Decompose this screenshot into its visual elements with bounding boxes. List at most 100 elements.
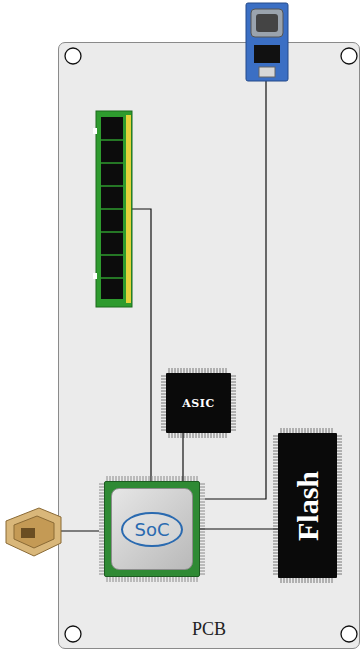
ic-pin <box>220 433 221 438</box>
ic-pin <box>320 578 321 583</box>
ic-pin <box>337 508 342 509</box>
ic-pin <box>231 424 236 425</box>
ic-pin <box>200 547 205 548</box>
ic-pin <box>337 568 342 569</box>
ic-pin <box>191 577 192 582</box>
ic-pin <box>231 376 236 377</box>
ic-pin <box>200 526 205 527</box>
ic-pin <box>337 493 342 494</box>
board-wire <box>132 209 151 481</box>
flash-chip: Flash <box>278 433 337 578</box>
ic-pin <box>337 436 342 437</box>
ic-pin <box>226 433 227 438</box>
ic-pin <box>149 577 150 582</box>
ic-pin <box>323 578 324 583</box>
ic-pin <box>337 481 342 482</box>
serial-connector <box>254 45 280 63</box>
ic-pin <box>337 556 342 557</box>
ic-pin <box>178 433 179 438</box>
ic-pin <box>200 484 205 485</box>
ic-pin <box>113 577 114 582</box>
ic-pin <box>184 433 185 438</box>
ic-pin <box>200 565 205 566</box>
ic-pin <box>173 577 174 582</box>
board-label: PCB <box>59 619 359 640</box>
ic-pin <box>337 511 342 512</box>
ic-pin <box>332 578 333 583</box>
ic-pin <box>337 562 342 563</box>
ic-pin <box>231 388 236 389</box>
ic-pin <box>337 565 342 566</box>
chip-label: Flash <box>291 470 325 540</box>
ic-pin <box>231 379 236 380</box>
ic-pin <box>194 577 195 582</box>
ic-pin <box>200 487 205 488</box>
ic-pin <box>337 538 342 539</box>
ic-pin <box>200 517 205 518</box>
serial-connector <box>256 14 278 32</box>
ic-pin <box>196 433 197 438</box>
ic-pin <box>205 433 206 438</box>
ic-pin <box>190 433 191 438</box>
mounting-hole <box>341 626 357 642</box>
ic-pin <box>200 511 205 512</box>
ram-module <box>101 231 123 233</box>
ic-pin <box>116 577 117 582</box>
ic-pin <box>337 490 342 491</box>
ic-pin <box>200 532 205 533</box>
ic-pin <box>337 451 342 452</box>
ic-pin <box>231 394 236 395</box>
ic-pin <box>314 578 315 583</box>
ic-pin <box>208 433 209 438</box>
ram-module <box>101 140 123 278</box>
ic-pin <box>337 487 342 488</box>
ic-pin <box>337 466 342 467</box>
ic-pin <box>337 454 342 455</box>
ic-pin <box>337 526 342 527</box>
ethernet-jack <box>6 508 61 556</box>
ram-module <box>101 277 123 279</box>
board-wire <box>55 530 99 531</box>
ic-pin <box>311 578 312 583</box>
ic-pin <box>182 577 183 582</box>
ic-pin <box>231 412 236 413</box>
ic-pin <box>231 430 236 431</box>
ic-pin <box>337 529 342 530</box>
ic-pin <box>231 421 236 422</box>
ic-pin <box>200 571 205 572</box>
ic-pin <box>128 577 129 582</box>
ic-pin <box>200 523 205 524</box>
ic-pin <box>158 577 159 582</box>
ic-pin <box>193 433 194 438</box>
soc-chip: SoC <box>104 481 200 577</box>
ic-pin <box>296 578 297 583</box>
ic-pin <box>200 493 205 494</box>
ic-pin <box>200 550 205 551</box>
ic-pin <box>337 448 342 449</box>
ic-pin <box>137 577 138 582</box>
ic-pin <box>172 433 173 438</box>
ic-pin <box>202 433 203 438</box>
ic-pin <box>164 577 165 582</box>
ic-pin <box>337 472 342 473</box>
chip-label: ASIC <box>182 397 214 410</box>
ic-pin <box>337 475 342 476</box>
ic-pin <box>337 550 342 551</box>
ic-pin <box>231 385 236 386</box>
board-wire <box>205 81 266 499</box>
ic-pin <box>337 445 342 446</box>
ic-pin <box>200 514 205 515</box>
ic-pin <box>337 559 342 560</box>
ram-module <box>101 254 123 256</box>
ic-pin <box>337 532 342 533</box>
ic-pin <box>337 463 342 464</box>
soc-logo: SoC <box>121 512 182 547</box>
ic-pin <box>231 418 236 419</box>
ic-pin <box>337 439 342 440</box>
ic-pin <box>152 577 153 582</box>
ic-pin <box>337 553 342 554</box>
ic-pin <box>161 577 162 582</box>
ic-pin <box>284 578 285 583</box>
ram-module <box>93 273 97 279</box>
ic-pin <box>223 433 224 438</box>
